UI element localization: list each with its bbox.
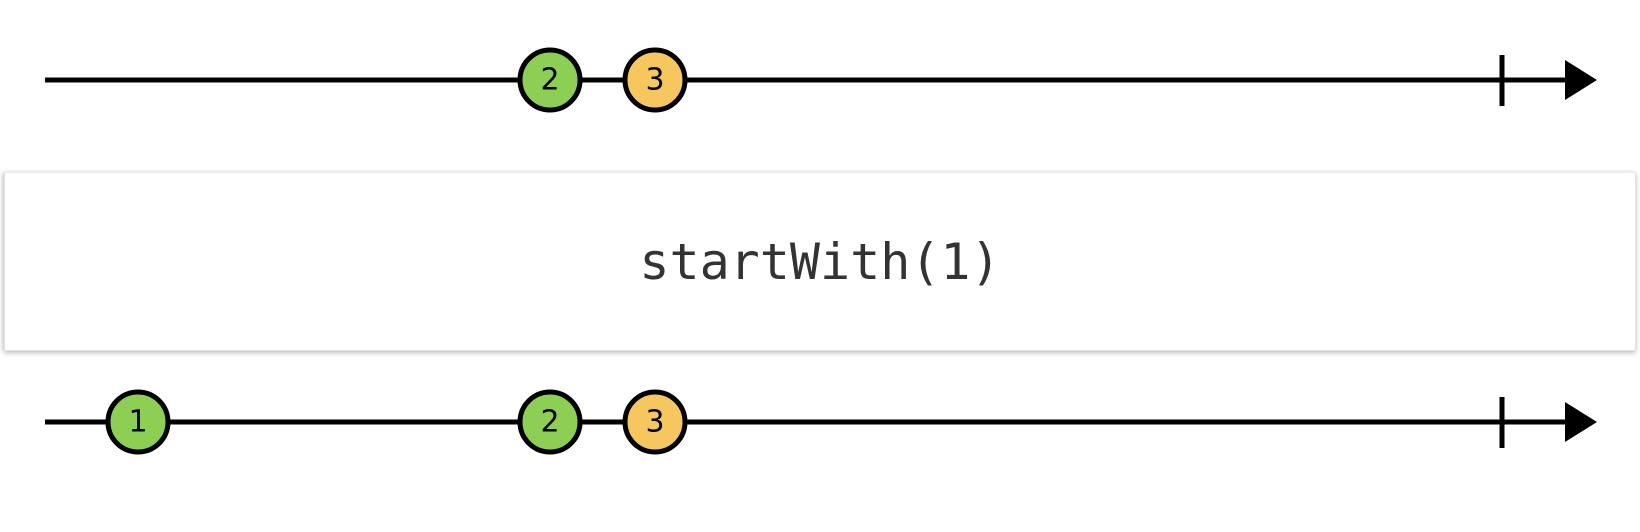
marble-value: 3: [645, 405, 664, 440]
result-timeline: 1 2 3: [45, 389, 1597, 455]
operator-box[interactable]: startWith(1): [4, 172, 1636, 351]
marble-circle: [622, 389, 688, 455]
marble-circle: [105, 389, 171, 455]
marble-value: 3: [645, 63, 664, 98]
marble-circle: [517, 47, 583, 113]
result-arrow-head: [1565, 402, 1597, 442]
result-marble-3[interactable]: 3: [622, 389, 688, 455]
marble-value: 1: [128, 405, 147, 440]
source-arrow-head: [1565, 60, 1597, 100]
source-timeline: 2 3: [45, 47, 1597, 113]
marble-circle: [517, 389, 583, 455]
marble-value: 2: [540, 63, 559, 98]
source-marble-2[interactable]: 2: [517, 47, 583, 113]
result-marble-2[interactable]: 2: [517, 389, 583, 455]
source-marble-3[interactable]: 3: [622, 47, 688, 113]
operator-label: startWith(1): [639, 232, 1001, 291]
marble-circle: [622, 47, 688, 113]
result-marble-1[interactable]: 1: [105, 389, 171, 455]
marble-value: 2: [540, 405, 559, 440]
